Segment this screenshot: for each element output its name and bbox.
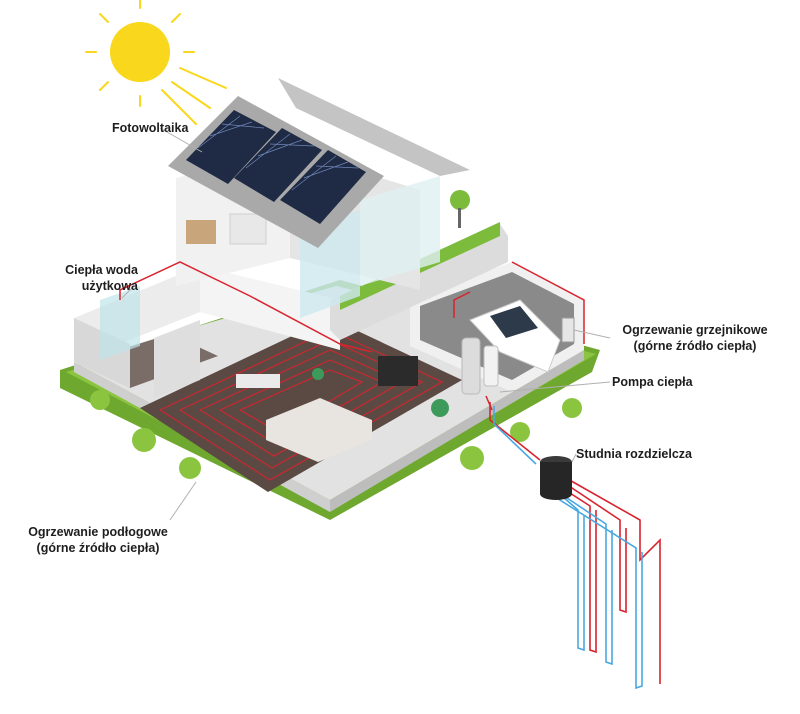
solar-panels-icon (186, 110, 366, 224)
plant-icon (431, 399, 449, 417)
sun-icon (85, 0, 227, 125)
heat-pump-unit (461, 337, 499, 395)
ground-pipes (489, 402, 661, 690)
ground-floor-walls (74, 262, 584, 462)
radiator-icon (561, 317, 575, 343)
leader-lines (121, 127, 611, 521)
shower-glass (100, 286, 140, 360)
label-floor-heating: Ogrzewanie podłogowe (górne źródło ciepł… (28, 525, 168, 555)
label-distribution-well: Studnia rozdzielcza (576, 447, 692, 461)
house-heating-pipes (119, 261, 585, 411)
label-photovoltaics: Fotowoltaika (112, 121, 189, 135)
dining-table (236, 374, 280, 388)
distribution-well-icon (540, 456, 572, 500)
label-heat-pump: Pompa ciepła (612, 375, 693, 389)
label-domestic-hot-water: Ciepła woda użytkowa (65, 263, 138, 293)
tv-unit (378, 356, 418, 386)
sofa (266, 398, 372, 462)
label-radiator-heating: Ogrzewanie grzejnikowe (górne źródło cie… (622, 323, 768, 353)
roof (168, 78, 470, 248)
